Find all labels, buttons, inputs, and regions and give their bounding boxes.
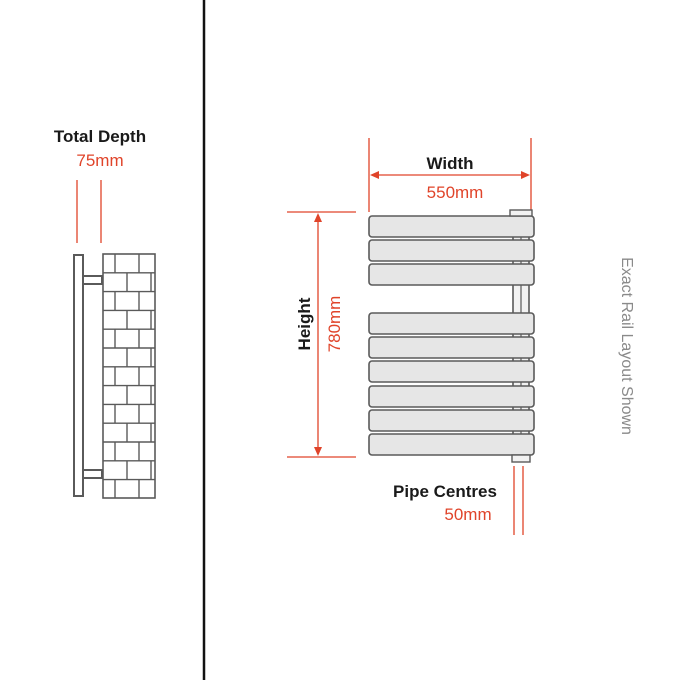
rail <box>368 385 535 408</box>
rail <box>368 360 535 383</box>
total-depth-value: 75mm <box>76 151 123 170</box>
rail <box>368 215 535 238</box>
rail <box>368 312 535 335</box>
exact-rail-layout-note: Exact Rail Layout Shown <box>618 257 635 435</box>
rail <box>368 263 535 286</box>
width-value: 550mm <box>427 183 484 202</box>
radiator-rails <box>368 215 535 456</box>
bottom-pipe-valve <box>511 454 531 463</box>
rail <box>368 409 535 432</box>
width-label: Width <box>426 154 473 173</box>
front-view: Width 550mm Height 780mm P <box>287 138 535 535</box>
bottom-wall-bracket <box>82 469 103 479</box>
height-value: 780mm <box>325 296 344 353</box>
height-arrowhead-bottom <box>314 447 322 456</box>
rail <box>368 336 535 359</box>
height-arrowhead-top <box>314 213 322 222</box>
rail <box>368 239 535 262</box>
top-pipe-cap <box>509 209 533 217</box>
total-depth-label: Total Depth <box>54 127 146 146</box>
radiator-side-profile <box>73 254 84 497</box>
width-arrowhead-left <box>370 171 379 179</box>
brick-wall <box>102 253 156 499</box>
rail <box>368 433 535 456</box>
brick-wall-outline <box>102 253 156 499</box>
pipe-centres-label: Pipe Centres <box>393 482 497 501</box>
top-wall-bracket <box>82 275 103 285</box>
pipe-centres-value: 50mm <box>444 505 491 524</box>
height-label: Height <box>295 297 314 350</box>
side-view: Total Depth 75mm <box>54 127 156 499</box>
width-arrowhead-right <box>521 171 530 179</box>
